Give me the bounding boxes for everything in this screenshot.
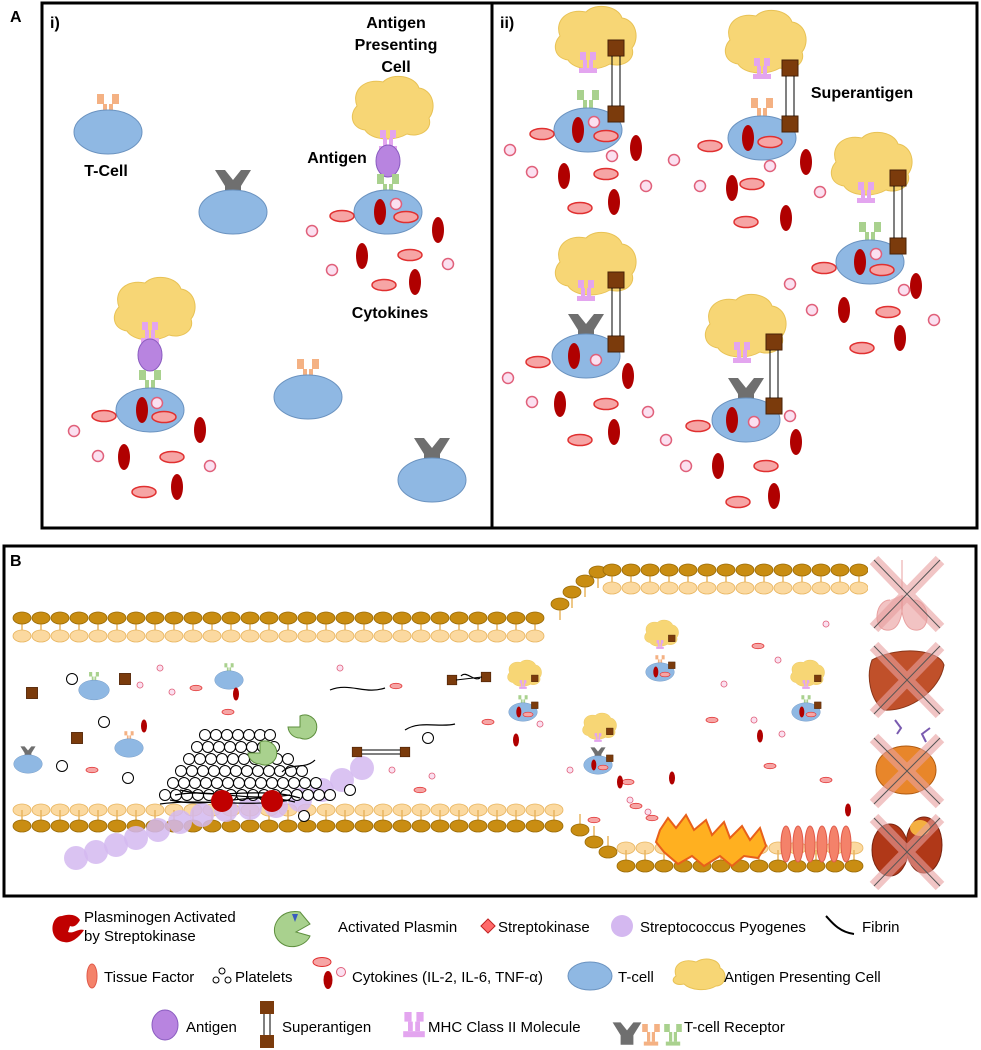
legend-item-tcr: T-cell Receptor xyxy=(612,1019,785,1046)
legend-label-antigen: Antigen xyxy=(186,1019,237,1036)
conventional-activation-bottom xyxy=(67,276,217,500)
legend-label-streptokinase: Streptokinase xyxy=(498,919,590,936)
superantigen-activation-4 xyxy=(501,231,655,447)
tcell-resting-1 xyxy=(73,94,143,155)
legend-item-streptokinase: Streptokinase xyxy=(480,918,590,936)
tcell-resting-2 xyxy=(198,170,268,235)
legend-item-plasminogen: Plasminogen Activated by Streptokinase xyxy=(52,909,236,945)
panel-a: A i) ii) Antigen Presenting Cell T-Cell … xyxy=(10,1,979,530)
tcr-icon xyxy=(612,1022,682,1046)
legend-item-fibrin: Fibrin xyxy=(825,915,900,936)
plasmin-icon xyxy=(273,911,311,948)
cytokines-label: Cytokines xyxy=(352,305,429,322)
superantigen-label: Superantigen xyxy=(811,85,913,102)
vessel-tcell-3 xyxy=(114,731,144,758)
vessel-superantigen-pair-1 xyxy=(351,746,411,758)
antigen-icon xyxy=(151,1009,179,1041)
vessel-activation-4 xyxy=(790,659,825,722)
legend-item-tissue-factor: Tissue Factor xyxy=(86,963,194,989)
organ-lungs-icon xyxy=(868,553,945,633)
tcell-icon xyxy=(567,961,613,991)
panel-a-ii-label: ii) xyxy=(500,15,514,32)
vessel-activation-1 xyxy=(507,659,542,722)
legend-item-antigen: Antigen xyxy=(151,1009,237,1041)
vessel-tcell-4 xyxy=(13,746,43,774)
organ-brain-icon xyxy=(869,719,945,809)
conventional-activation-top xyxy=(305,75,455,295)
plasminogen-1 xyxy=(211,790,233,812)
legend-item-platelets: Platelets xyxy=(212,967,293,986)
tcell-label: T-Cell xyxy=(84,163,128,180)
legend-label-cytokines: Cytokines (IL-2, IL-6, TNF-α) xyxy=(352,969,543,986)
panel-a-letter: A xyxy=(10,9,22,26)
legend-item-apc: Antigen Presenting Cell xyxy=(672,958,881,991)
superantigen-activation-2 xyxy=(667,9,827,231)
apc-label-1: Antigen xyxy=(366,15,426,32)
legend-item-streptococcus: Streptococcus Pyogenes xyxy=(611,915,806,937)
activated-plasmin-2 xyxy=(247,740,278,766)
tcell-resting-4 xyxy=(397,438,467,503)
legend-item-mhc: MHC Class II Molecule xyxy=(403,1012,581,1038)
apc-label-2: Presenting xyxy=(355,37,438,54)
vessel-activation-2 xyxy=(644,619,679,682)
legend-label-plasminogen-2: by Streptokinase xyxy=(84,928,196,945)
legend-label-streptococcus: Streptococcus Pyogenes xyxy=(640,919,806,936)
vessel-activation-3 xyxy=(582,712,617,775)
legend-label-tcell: T-cell xyxy=(618,969,654,986)
apc-icon xyxy=(672,958,726,991)
tcell-resting-3 xyxy=(273,359,343,420)
apc-label-3: Cell xyxy=(381,59,410,76)
panel-a-i-label: i) xyxy=(50,15,60,32)
legend-item-superantigen: Superantigen xyxy=(260,1001,371,1048)
superantigen-activation-5 xyxy=(659,293,802,509)
platelets-icon xyxy=(212,967,232,984)
fibrin-icon xyxy=(825,915,855,935)
blood-vessel xyxy=(12,563,869,873)
panel-a-ii-frame xyxy=(490,1,979,530)
plasminogen-icon xyxy=(52,914,84,943)
legend-label-fibrin: Fibrin xyxy=(862,919,900,936)
legend: Plasminogen Activated by Streptokinase A… xyxy=(52,909,900,1048)
superantigen-icon xyxy=(260,1001,274,1048)
vessel-superantigen-1 xyxy=(26,687,38,699)
plasminogen-2 xyxy=(261,790,283,812)
activated-plasmin-1 xyxy=(287,714,318,740)
legend-label-tissue-factor: Tissue Factor xyxy=(104,969,194,986)
vessel-tcell-1 xyxy=(78,672,110,701)
organ-liver-icon xyxy=(868,641,945,719)
vessel-tcell-2 xyxy=(214,663,244,690)
vessel-superantigen-pair-2 xyxy=(446,671,492,686)
panel-b-letter: B xyxy=(10,553,22,570)
cytokines-icon xyxy=(312,957,346,989)
legend-item-plasmin: Activated Plasmin xyxy=(273,911,457,948)
superantigen-activation-3 xyxy=(783,131,941,355)
antigen-label: Antigen xyxy=(307,150,367,167)
legend-item-tcell: T-cell xyxy=(567,961,654,991)
legend-label-platelets: Platelets xyxy=(235,969,293,986)
legend-item-cytokines: Cytokines (IL-2, IL-6, TNF-α) xyxy=(312,957,543,989)
legend-label-mhc: MHC Class II Molecule xyxy=(428,1019,581,1036)
tissue-factor-icon xyxy=(86,963,98,989)
legend-label-plasmin: Activated Plasmin xyxy=(338,919,457,936)
legend-label-tcr: T-cell Receptor xyxy=(684,1019,785,1036)
panel-b: B xyxy=(2,544,978,898)
tissue-factor-cluster xyxy=(780,825,852,863)
mhc-icon xyxy=(403,1012,425,1038)
vessel-superantigen-2 xyxy=(119,673,131,685)
superantigen-activation-1 xyxy=(503,5,653,215)
vessel-superantigen-3 xyxy=(71,732,83,744)
legend-label-apc: Antigen Presenting Cell xyxy=(724,969,881,986)
streptokinase-icon xyxy=(480,918,496,934)
clot-burst xyxy=(654,813,768,868)
panel-b-frame xyxy=(2,544,978,898)
legend-label-superantigen: Superantigen xyxy=(282,1019,371,1036)
legend-label-plasminogen-1: Plasminogen Activated xyxy=(84,909,236,926)
streptococcus-icon xyxy=(611,915,633,937)
organ-kidney-icon xyxy=(869,813,945,891)
